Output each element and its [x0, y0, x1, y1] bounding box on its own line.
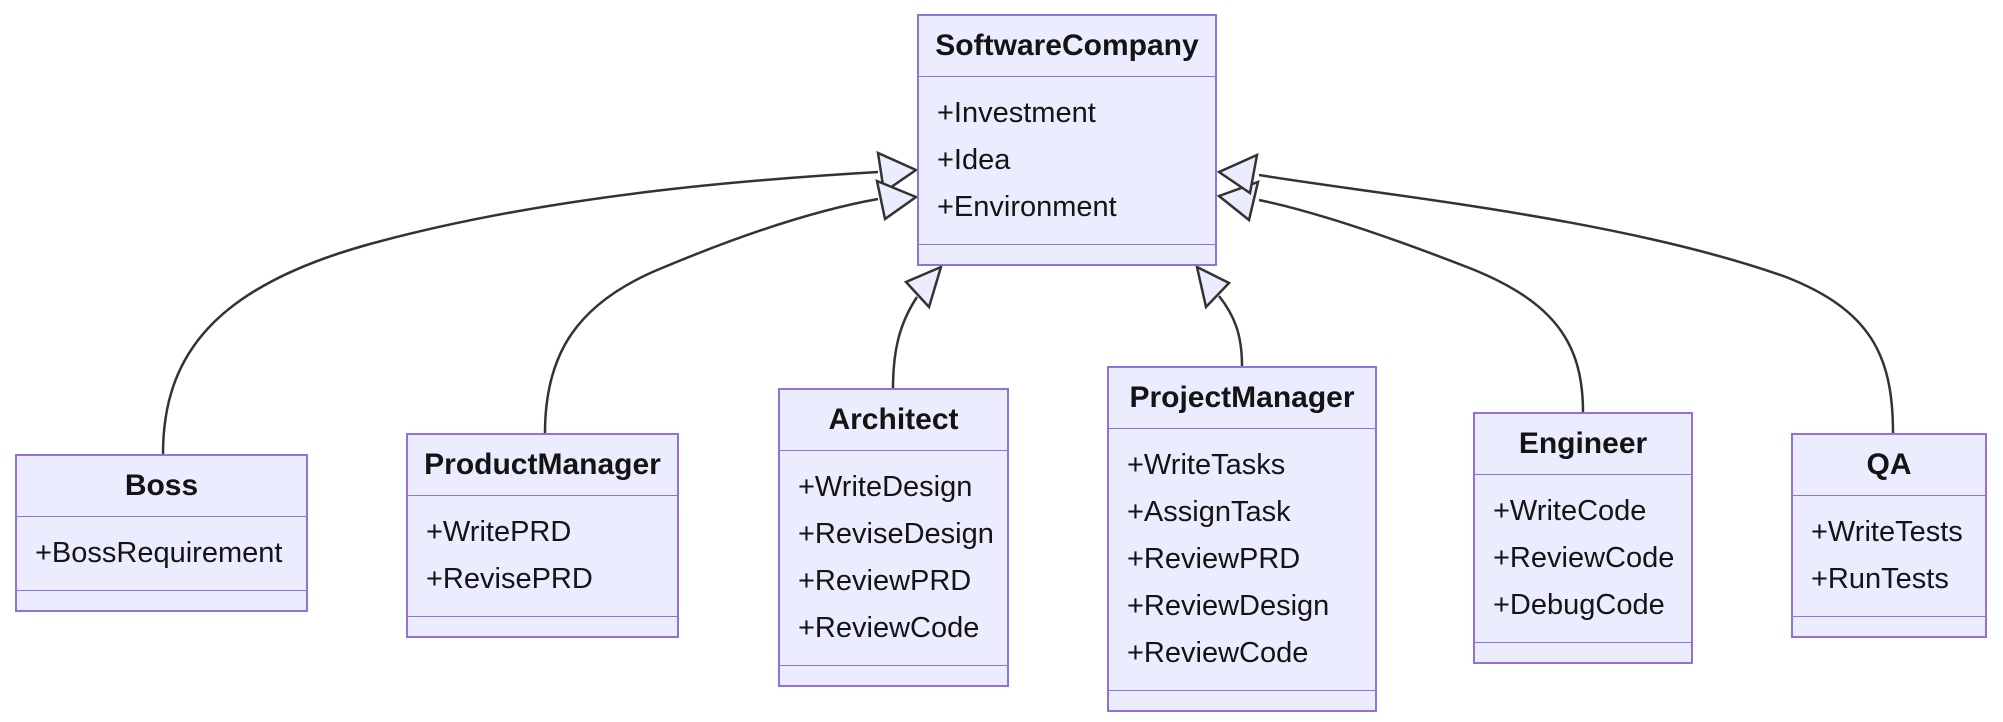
class-title: QA — [1793, 435, 1985, 496]
class-member: +WriteCode — [1493, 495, 1647, 527]
class-member: +ReviewDesign — [1127, 590, 1330, 622]
class-title: ProjectManager — [1109, 368, 1375, 429]
class-title: Engineer — [1475, 414, 1691, 475]
class-member: +WriteTasks — [1127, 449, 1286, 481]
class-title: Boss — [17, 456, 306, 517]
class-attributes: +Investment +Idea +Environment — [919, 77, 1215, 245]
class-member: +RunTests — [1811, 563, 1949, 595]
inheritance-arrowhead-architect — [903, 264, 943, 310]
class-methods-empty — [1109, 691, 1375, 710]
inheritance-edge-qa — [1258, 173, 1895, 434]
class-title: ProductManager — [408, 435, 677, 496]
class-member: +WriteTests — [1811, 516, 1963, 548]
inheritance-edge-boss — [161, 170, 879, 455]
class-node-projectmanager: ProjectManager +WriteTasks +AssignTask +… — [1107, 366, 1377, 712]
class-methods-empty — [17, 591, 306, 610]
inheritance-arrowhead-productmanager — [875, 178, 919, 222]
inheritance-edge-productmanager — [543, 197, 879, 434]
inheritance-arrowhead-projectmanager — [1195, 264, 1232, 310]
inheritance-edge-engineer — [1258, 198, 1585, 413]
class-member: +ReviewPRD — [798, 565, 972, 597]
class-member: +ReviewCode — [798, 612, 980, 644]
class-methods-empty — [408, 617, 677, 636]
class-node-engineer: Engineer +WriteCode +ReviewCode +DebugCo… — [1473, 412, 1693, 664]
class-attributes: +WriteTests +RunTests — [1793, 496, 1985, 617]
inheritance-edge-projectmanager — [1218, 295, 1244, 367]
class-node-productmanager: ProductManager +WritePRD +RevisePRD — [406, 433, 679, 638]
inheritance-edge-architect — [891, 296, 919, 389]
class-member: +Environment — [937, 191, 1117, 223]
class-node-architect: Architect +WriteDesign +ReviseDesign +Re… — [778, 388, 1009, 687]
class-node-boss: Boss +BossRequirement — [15, 454, 308, 612]
class-member: +Idea — [937, 144, 1011, 176]
class-methods-empty — [1475, 643, 1691, 662]
class-attributes: +BossRequirement — [17, 517, 306, 591]
class-member: +ReviewCode — [1127, 637, 1309, 669]
class-member: +Investment — [937, 97, 1096, 129]
class-member: +AssignTask — [1127, 496, 1291, 528]
class-title: SoftwareCompany — [919, 16, 1215, 77]
class-member: +RevisePRD — [426, 563, 593, 595]
class-member: +BossRequirement — [35, 537, 283, 569]
class-member: +DebugCode — [1493, 589, 1665, 621]
inheritance-arrowhead-boss — [876, 150, 919, 195]
class-member: +WritePRD — [426, 516, 572, 548]
class-methods-empty — [919, 245, 1215, 264]
class-node-softwarecompany: SoftwareCompany +Investment +Idea +Envir… — [917, 14, 1217, 266]
class-attributes: +WriteDesign +ReviseDesign +ReviewPRD +R… — [780, 451, 1007, 666]
class-node-qa: QA +WriteTests +RunTests — [1791, 433, 1987, 638]
class-member: +WriteDesign — [798, 471, 973, 503]
class-attributes: +WriteTasks +AssignTask +ReviewPRD +Revi… — [1109, 429, 1375, 691]
class-member: +ReviewCode — [1493, 542, 1675, 574]
class-member: +ReviseDesign — [798, 518, 994, 550]
class-attributes: +WriteCode +ReviewCode +DebugCode — [1475, 475, 1691, 643]
class-member: +ReviewPRD — [1127, 543, 1301, 575]
class-title: Architect — [780, 390, 1007, 451]
class-methods-empty — [1793, 617, 1985, 636]
class-attributes: +WritePRD +RevisePRD — [408, 496, 677, 617]
inheritance-arrowhead-qa — [1216, 152, 1259, 196]
class-methods-empty — [780, 666, 1007, 685]
